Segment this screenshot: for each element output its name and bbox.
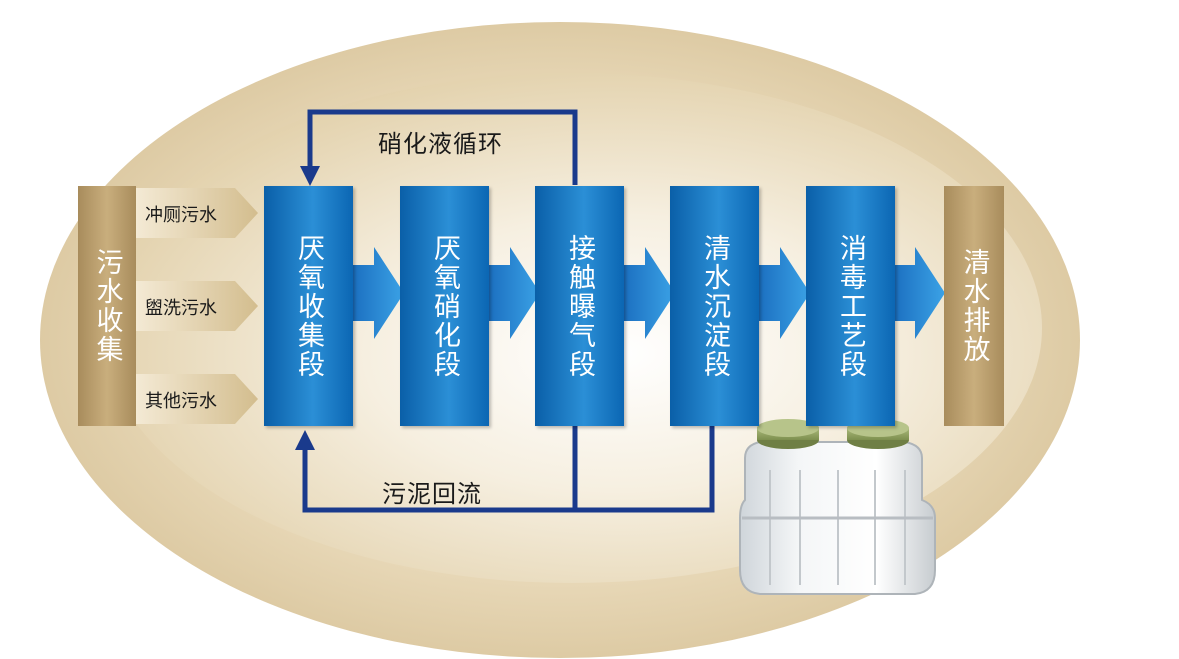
recycle-arrowhead <box>300 166 320 186</box>
flow-arrow <box>623 247 675 339</box>
flow-arrow <box>488 247 540 339</box>
clear-water-discharge-panel: 清水排放 <box>944 186 1004 426</box>
stage-contact-aeration: 接触曝气段 <box>535 186 624 426</box>
source-label-washing: 盥洗污水 <box>145 298 217 319</box>
stage-anaerobic-nitrification: 厌氧硝化段 <box>400 186 489 426</box>
nitrification-recycle-label: 硝化液循环 <box>378 130 503 158</box>
source-arrow <box>135 281 258 331</box>
source-label-other: 其他污水 <box>145 391 217 412</box>
source-arrow <box>135 188 258 238</box>
sewage-collection-label: 污水收集 <box>91 248 123 364</box>
sludge-return-line <box>302 425 578 513</box>
source-label-toilet: 冲厕污水 <box>145 205 217 226</box>
nitrification-recycle-line <box>307 109 578 185</box>
sewage-collection-panel: 污水收集 <box>78 186 136 426</box>
sludge-return-label: 污泥回流 <box>382 480 482 508</box>
stage-label: 消毒工艺段 <box>835 233 866 379</box>
flow-arrow <box>352 247 404 339</box>
flow-arrow <box>758 247 810 339</box>
discharge-label: 清水排放 <box>958 248 990 364</box>
stage-anaerobic-collection: 厌氧收集段 <box>264 186 353 426</box>
stage-label: 清水沉淀段 <box>699 233 730 379</box>
sludge-arrowhead <box>295 430 315 450</box>
stage-label: 厌氧硝化段 <box>429 233 460 379</box>
stage-label: 厌氧收集段 <box>293 233 324 379</box>
stage-clear-water-sedimentation: 清水沉淀段 <box>670 186 759 426</box>
stage-disinfection: 消毒工艺段 <box>806 186 895 426</box>
flow-arrow <box>893 247 945 339</box>
stage-label: 接触曝气段 <box>564 233 595 379</box>
source-arrow <box>135 374 258 424</box>
septic-tank-icon <box>739 419 936 595</box>
sludge-return-line <box>575 425 715 513</box>
